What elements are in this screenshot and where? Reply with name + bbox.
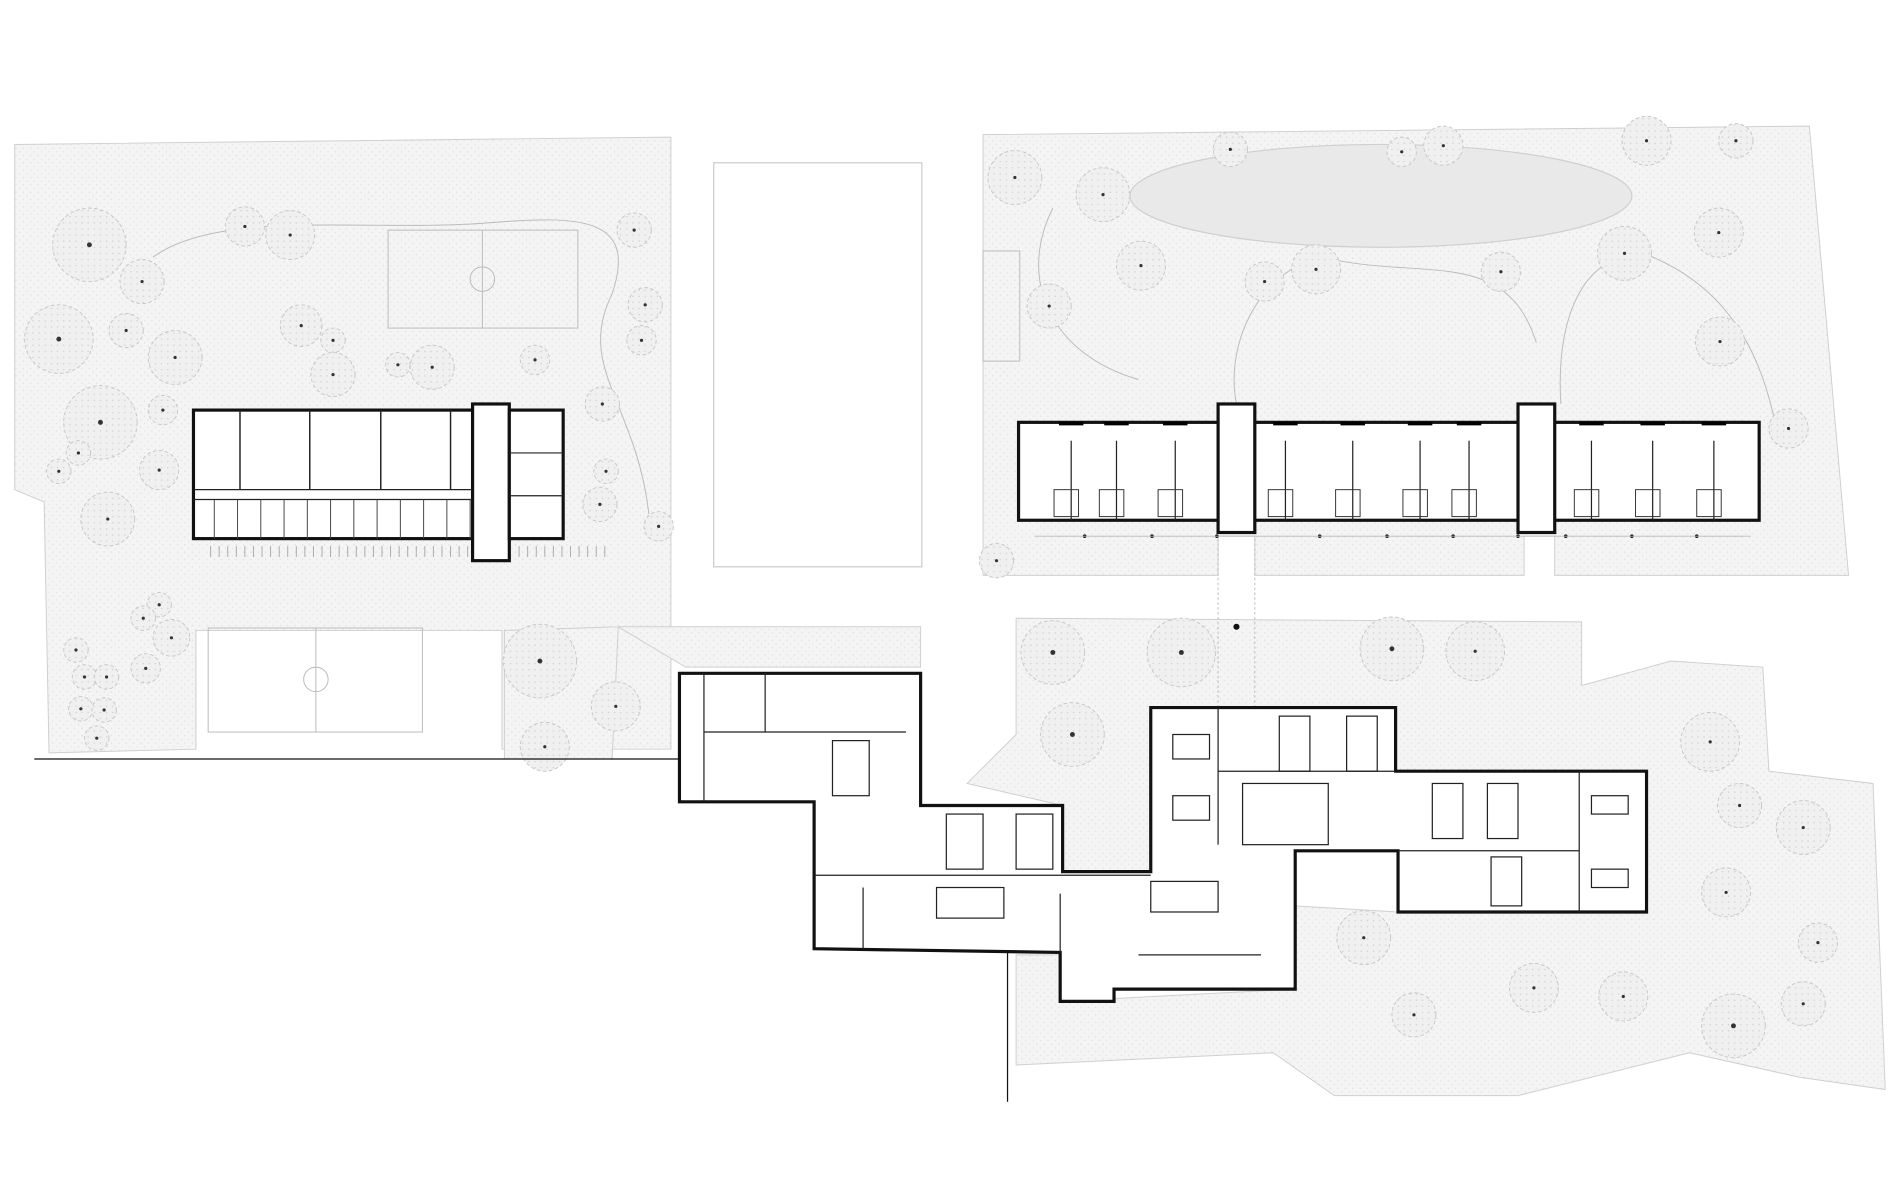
tree (1717, 782, 1763, 829)
tree (130, 605, 157, 631)
tree (409, 344, 455, 390)
ground-lines (34, 758, 1009, 1102)
tree (63, 637, 89, 663)
tree (130, 653, 161, 684)
tree (502, 623, 578, 699)
tree (320, 327, 346, 354)
tree (1598, 971, 1649, 1022)
tree (1391, 992, 1437, 1038)
tree (1718, 123, 1754, 159)
tree (139, 449, 180, 491)
tree (93, 664, 120, 690)
tree (119, 259, 165, 305)
pond (1129, 143, 1633, 248)
tree (1244, 261, 1285, 302)
tree (1680, 711, 1741, 772)
tree (91, 697, 117, 723)
tree (1780, 981, 1826, 1027)
left-building (191, 402, 606, 563)
tree (1621, 115, 1672, 166)
tree (519, 721, 570, 772)
tree (310, 352, 356, 398)
tree (1768, 408, 1809, 449)
tree (46, 458, 72, 485)
trees (24, 115, 1839, 1059)
tree (1775, 800, 1831, 855)
tree (590, 681, 641, 732)
tree (626, 325, 657, 356)
tree (147, 330, 203, 385)
tree (1508, 962, 1559, 1013)
tree (627, 287, 663, 323)
tree (1695, 316, 1745, 367)
tree (1359, 616, 1425, 682)
tree (84, 725, 110, 751)
housing-block (1016, 402, 1761, 539)
tree (584, 386, 620, 422)
tree (1115, 240, 1166, 291)
sports-field (713, 162, 923, 568)
tree (616, 212, 652, 248)
tree (63, 385, 138, 460)
tree (1693, 207, 1744, 258)
tree (643, 511, 674, 542)
tree (978, 543, 1015, 579)
tree (1423, 125, 1464, 166)
tree (1075, 167, 1131, 223)
tree (1146, 617, 1217, 688)
tree (108, 312, 144, 349)
tree (1212, 131, 1248, 167)
tree (71, 664, 98, 690)
tree (987, 150, 1043, 205)
tree (52, 207, 127, 283)
tree (65, 440, 92, 466)
tree (1040, 702, 1105, 767)
tree (68, 696, 94, 722)
tree (1597, 225, 1652, 281)
tree (152, 618, 191, 657)
tree (1701, 993, 1766, 1059)
tree (224, 206, 265, 247)
tree (1701, 867, 1752, 918)
tree (1386, 136, 1417, 167)
tree (1797, 922, 1839, 963)
tree (147, 394, 179, 426)
tree (519, 344, 551, 376)
tree (1026, 283, 1072, 329)
tree (582, 486, 618, 522)
column-marker (1233, 623, 1240, 630)
main-building (677, 671, 1649, 1003)
tree (80, 491, 136, 547)
basketball-courts (207, 229, 579, 733)
tree (385, 352, 411, 378)
tree (593, 458, 619, 485)
tree (279, 304, 323, 347)
tree (1291, 244, 1341, 295)
tree (265, 210, 316, 261)
tree (1020, 620, 1086, 685)
tree (1445, 621, 1506, 682)
tree (1336, 910, 1392, 966)
tree (1480, 251, 1521, 292)
tree (24, 304, 94, 374)
